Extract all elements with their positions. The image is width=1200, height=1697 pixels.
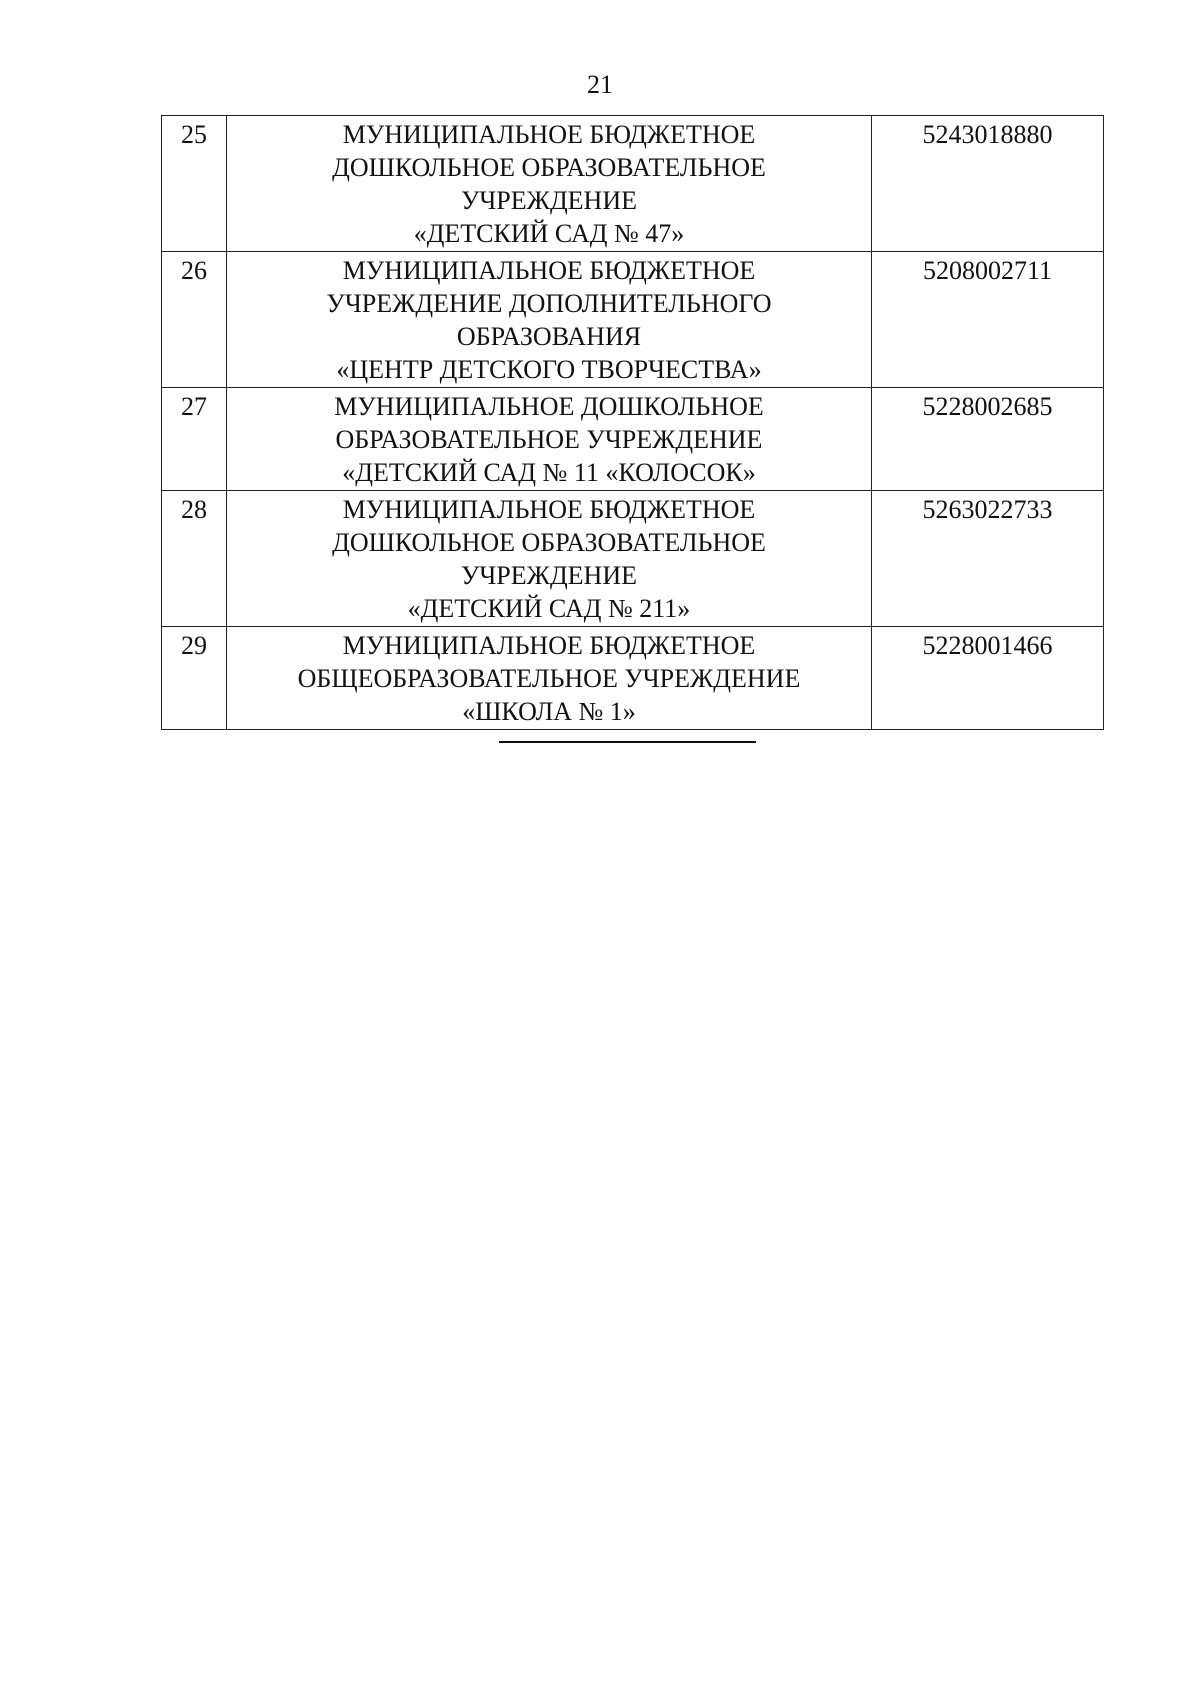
organization-name-line: ОБРАЗОВАТЕЛЬНОЕ УЧРЕЖДЕНИЕ [335,425,763,454]
table-row: 27 МУНИЦИПАЛЬНОЕ ДОШКОЛЬНОЕ ОБРАЗОВАТЕЛЬНО… [161,387,1104,491]
organization-name-line: «ЦЕНТР ДЕТСКОГО ТВОРЧЕСТВА» [336,355,762,384]
organization-name-line: ДОШКОЛЬНОЕ ОБРАЗОВАТЕЛЬНОЕ [332,153,766,182]
organization-name: МУНИЦИПАЛЬНОЕ БЮДЖЕТНОЕ ДОШКОЛЬНОЕ ОБРАЗО… [226,490,872,627]
organization-name-line: МУНИЦИПАЛЬНОЕ БЮДЖЕТНОЕ [342,495,756,524]
organization-inn: 5208002711 [871,251,1104,388]
organization-name-line: МУНИЦИПАЛЬНОЕ БЮДЖЕТНОЕ [342,120,756,149]
organization-name: МУНИЦИПАЛЬНОЕ БЮДЖЕТНОЕ ОБЩЕОБРАЗОВАТЕЛЬН… [226,626,872,730]
organization-name-line: «ДЕТСКИЙ САД № 47» [413,219,685,248]
table-row: 29 МУНИЦИПАЛЬНОЕ БЮДЖЕТНОЕ ОБЩЕОБРАЗОВАТЕЛ… [161,626,1104,730]
table-row: 25 МУНИЦИПАЛЬНОЕ БЮДЖЕТНОЕ ДОШКОЛЬНОЕ ОБРА… [161,115,1104,252]
table-row: 26 МУНИЦИПАЛЬНОЕ БЮДЖЕТНОЕ УЧРЕЖДЕНИЕ ДОПО… [161,251,1104,388]
organization-name-line: УЧРЕЖДЕНИЕ [461,561,637,590]
organization-name: МУНИЦИПАЛЬНОЕ ДОШКОЛЬНОЕ ОБРАЗОВАТЕЛЬНОЕ … [226,387,872,491]
organization-name-line: ОБЩЕОБРАЗОВАТЕЛЬНОЕ УЧРЕЖДЕНИЕ [297,664,801,693]
organization-name-line: МУНИЦИПАЛЬНОЕ БЮДЖЕТНОЕ [342,256,756,285]
organization-name-line: УЧРЕЖДЕНИЕ [461,186,637,215]
row-number: 27 [161,387,227,491]
organization-inn: 5243018880 [871,115,1104,252]
organization-name-line: МУНИЦИПАЛЬНОЕ ДОШКОЛЬНОЕ [334,392,764,421]
table-row: 28 МУНИЦИПАЛЬНОЕ БЮДЖЕТНОЕ ДОШКОЛЬНОЕ ОБРА… [161,490,1104,627]
row-number: 29 [161,626,227,730]
organization-name-line: «ШКОЛА № 1» [462,697,636,726]
organization-name-line: ДОШКОЛЬНОЕ ОБРАЗОВАТЕЛЬНОЕ [332,528,766,557]
row-number: 26 [161,251,227,388]
organization-name-line: МУНИЦИПАЛЬНОЕ БЮДЖЕТНОЕ [342,631,756,660]
organization-name-line: «ДЕТСКИЙ САД № 211» [407,594,691,623]
organization-name-line: УЧРЕЖДЕНИЕ ДОПОЛНИТЕЛЬНОГО [326,289,772,318]
end-of-list-rule [499,741,756,743]
organization-name: МУНИЦИПАЛЬНОЕ БЮДЖЕТНОЕ УЧРЕЖДЕНИЕ ДОПОЛН… [226,251,872,388]
organization-inn: 5263022733 [871,490,1104,627]
row-number: 28 [161,490,227,627]
organization-name: МУНИЦИПАЛЬНОЕ БЮДЖЕТНОЕ ДОШКОЛЬНОЕ ОБРАЗО… [226,115,872,252]
organization-name-line: ОБРАЗОВАНИЯ [456,322,642,351]
organization-inn: 5228002685 [871,387,1104,491]
row-number: 25 [161,115,227,252]
organization-name-line: «ДЕТСКИЙ САД № 11 «КОЛОСОК» [342,458,756,487]
organization-inn: 5228001466 [871,626,1104,730]
page-number: 21 [587,70,613,99]
